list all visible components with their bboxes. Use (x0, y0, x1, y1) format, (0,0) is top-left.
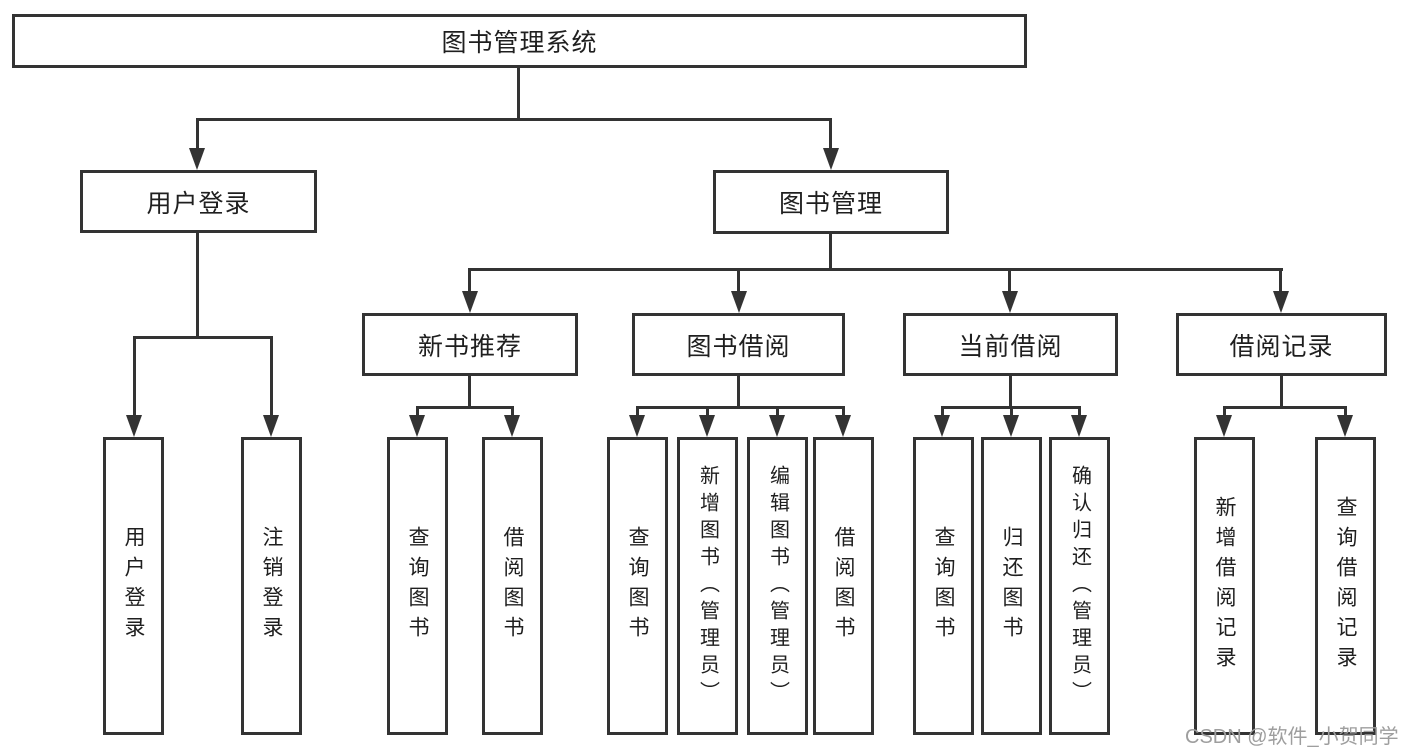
connector-g4-stub-1 (941, 406, 944, 417)
connector-g2-stub-1 (416, 406, 419, 417)
arrowhead-g2-borrow-books (504, 415, 520, 437)
arrowhead-book-borrowing (731, 291, 747, 313)
connector-l3-stub-1 (468, 268, 471, 294)
node-root: 图书管理系统 (12, 14, 1027, 68)
leaf-logout: 注销登录 (241, 437, 302, 735)
connector-g2-stub-2 (511, 406, 514, 417)
arrowhead-g3-edit-books (769, 415, 785, 437)
arrowhead-g5-query-record (1337, 415, 1353, 437)
connector-g2-stem (468, 376, 471, 408)
leaf-confirm-return-admin: 确认归还（管理员） (1049, 437, 1110, 735)
leaf-query-books-borrowing-label: 查询图书 (626, 526, 649, 646)
connector-g3-stub-3 (776, 406, 779, 417)
leaf-add-books-admin: 新增图书（管理员） (677, 437, 738, 735)
arrowhead-g4-confirm-return (1071, 415, 1087, 437)
node-book-borrowing-label: 图书借阅 (686, 332, 791, 361)
arrowhead-g4-return-books (1003, 415, 1019, 437)
leaf-query-books-borrowing: 查询图书 (607, 437, 668, 735)
leaf-query-books-recommend: 查询图书 (387, 437, 448, 735)
connector-g5-branch (1223, 406, 1347, 409)
connector-l1-stub-left (196, 118, 199, 150)
connector-user-stub-2 (270, 336, 273, 417)
node-current-borrowing: 当前借阅 (903, 313, 1118, 376)
arrowhead-book-management (823, 148, 839, 170)
connector-user-stem (196, 233, 199, 338)
node-user-login-label: 用户登录 (146, 189, 251, 218)
arrowhead-leaf-logout (263, 415, 279, 437)
arrowhead-current-borrowing (1002, 291, 1018, 313)
leaf-query-borrow-record: 查询借阅记录 (1315, 437, 1376, 735)
node-book-management: 图书管理 (713, 170, 949, 234)
arrowhead-g3-query-books (629, 415, 645, 437)
connector-user-stub-1 (133, 336, 136, 417)
connector-g3-branch (636, 406, 844, 409)
watermark: CSDN @软件_小贺同学 (1185, 726, 1399, 747)
connector-g3-stub-2 (706, 406, 709, 417)
connector-g5-stem (1280, 376, 1283, 408)
leaf-borrow-books-recommend-label: 借阅图书 (501, 526, 524, 646)
connector-g2-branch (416, 406, 514, 409)
connector-g3-stub-4 (842, 406, 845, 417)
leaf-add-borrow-record: 新增借阅记录 (1194, 437, 1255, 735)
leaf-logout-label: 注销登录 (260, 526, 283, 646)
leaf-return-books: 归还图书 (981, 437, 1042, 735)
node-borrowing-records-label: 借阅记录 (1229, 332, 1334, 361)
connector-l1-stub-right (829, 118, 832, 150)
arrowhead-g3-borrow-books (835, 415, 851, 437)
arrowhead-user-login (189, 148, 205, 170)
connector-user-branch (133, 336, 273, 339)
leaf-user-login-label: 用户登录 (122, 526, 145, 646)
leaf-borrow-books-recommend: 借阅图书 (482, 437, 543, 735)
leaf-add-books-admin-label: 新增图书（管理员） (696, 464, 719, 708)
node-borrowing-records: 借阅记录 (1176, 313, 1387, 376)
connector-g5-stub-2 (1344, 406, 1347, 417)
arrowhead-g3-add-books (699, 415, 715, 437)
connector-g4-stem (1009, 376, 1012, 408)
arrowhead-leaf-user-login (126, 415, 142, 437)
arrowhead-borrowing-records (1273, 291, 1289, 313)
leaf-query-books-current-label: 查询图书 (932, 526, 955, 646)
leaf-return-books-label: 归还图书 (1000, 526, 1023, 646)
leaf-query-borrow-record-label: 查询借阅记录 (1334, 496, 1357, 676)
connector-l1-branch (196, 118, 832, 121)
leaf-add-borrow-record-label: 新增借阅记录 (1213, 496, 1236, 676)
arrowhead-new-book-recommend (462, 291, 478, 313)
node-root-label: 图书管理系统 (441, 29, 598, 57)
arrowhead-g4-query-books (934, 415, 950, 437)
node-book-management-label: 图书管理 (778, 190, 883, 218)
arrowhead-g5-add-record (1216, 415, 1232, 437)
leaf-borrow-books-borrowing-label: 借阅图书 (832, 526, 855, 646)
leaf-query-books-current: 查询图书 (913, 437, 974, 735)
connector-mgmt-stem (829, 234, 832, 271)
connector-g3-stem (737, 376, 740, 408)
node-current-borrowing-label: 当前借阅 (958, 332, 1063, 361)
connector-root-stem (517, 68, 520, 120)
connector-l3-stub-3 (1008, 268, 1011, 294)
node-book-borrowing: 图书借阅 (632, 313, 845, 376)
connector-l3-stub-4 (1279, 268, 1282, 294)
leaf-user-login: 用户登录 (103, 437, 164, 735)
connector-g5-stub-1 (1223, 406, 1226, 417)
leaf-edit-books-admin: 编辑图书（管理员） (747, 437, 808, 735)
leaf-borrow-books-borrowing: 借阅图书 (813, 437, 874, 735)
leaf-confirm-return-admin-label: 确认归还（管理员） (1068, 464, 1091, 708)
node-user-login: 用户登录 (80, 170, 317, 233)
arrowhead-g2-query-books (409, 415, 425, 437)
connector-l3-branch (468, 268, 1283, 271)
connector-g4-stub-3 (1078, 406, 1081, 417)
leaf-edit-books-admin-label: 编辑图书（管理员） (766, 464, 789, 708)
connector-g4-stub-2 (1010, 406, 1013, 417)
leaf-query-books-recommend-label: 查询图书 (406, 526, 429, 646)
node-new-book-recommend-label: 新书推荐 (417, 332, 522, 361)
connector-g3-stub-1 (636, 406, 639, 417)
connector-l3-stub-2 (737, 268, 740, 294)
node-new-book-recommend: 新书推荐 (362, 313, 578, 376)
